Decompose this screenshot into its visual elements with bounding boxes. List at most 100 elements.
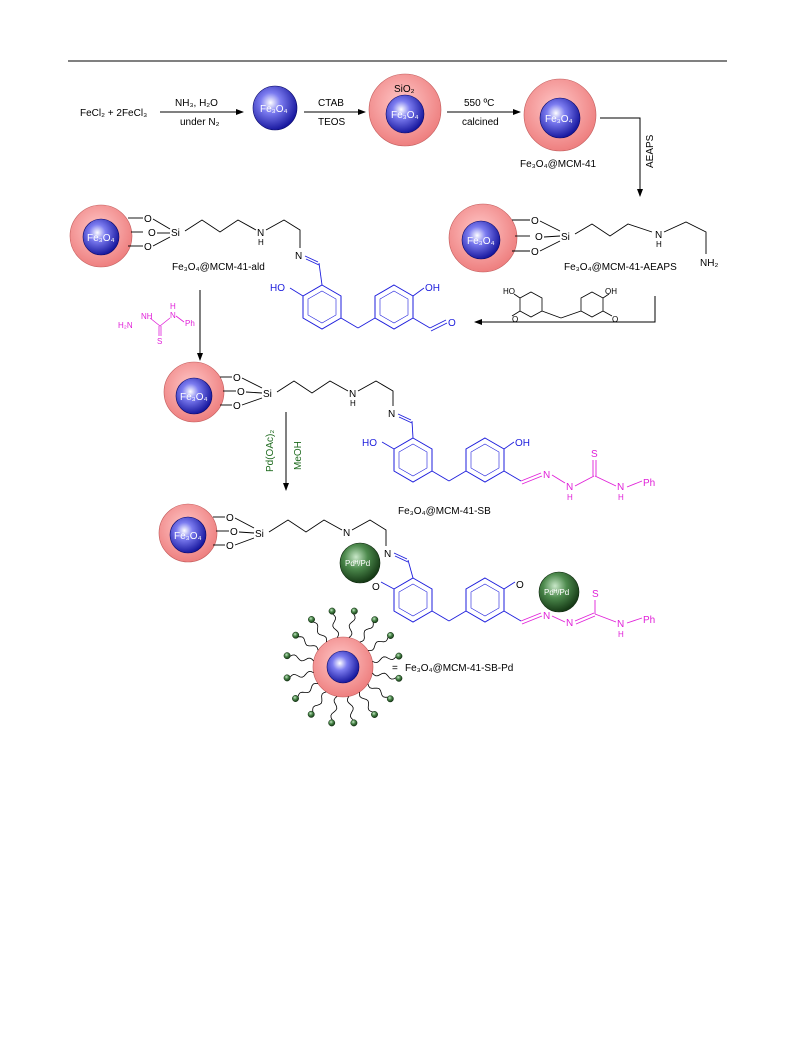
linker-chain xyxy=(359,622,374,643)
silicon-label: Si xyxy=(561,232,570,243)
phenyl-label: Ph xyxy=(643,478,655,489)
fe3o4-core xyxy=(82,218,120,256)
fe3o4-core xyxy=(326,650,360,684)
imine-bond xyxy=(304,255,319,263)
bond xyxy=(152,236,171,247)
bond xyxy=(594,475,617,487)
linker-chain xyxy=(358,691,373,713)
product-label-sbpd: Fe₃O₄@MCM-41-SB-Pd xyxy=(405,663,513,674)
linker-chain xyxy=(313,621,328,643)
bond xyxy=(152,218,171,230)
amino-label: H₂N xyxy=(118,321,133,330)
linker-chain xyxy=(330,696,338,721)
product-label-sb: Fe₃O₄@MCM-41-SB xyxy=(398,506,491,517)
ethyl-chain xyxy=(663,221,707,254)
aromatic-ring xyxy=(393,577,433,623)
bond xyxy=(412,317,431,329)
core-label: Fe₃O₄ xyxy=(180,392,208,403)
hydroxyl-label: OH xyxy=(425,283,440,294)
arrow-step4 xyxy=(600,117,643,197)
palladium-dot xyxy=(371,711,378,718)
imine-label: N xyxy=(388,409,395,420)
palladium-dot xyxy=(283,674,291,682)
linker-chain xyxy=(298,636,319,651)
silicon-label: Si xyxy=(171,228,180,239)
hydrogen-label: H xyxy=(618,493,624,502)
palladium-particle xyxy=(339,542,381,584)
propyl-chain xyxy=(574,223,653,237)
bond xyxy=(551,615,566,623)
sulfur-label: S xyxy=(157,337,162,346)
core-label: Fe₃O₄ xyxy=(87,233,115,244)
hydrogen-label: H xyxy=(350,399,356,408)
step2-top-label: CTAB xyxy=(318,98,344,109)
amine-label: N xyxy=(617,482,624,493)
bond xyxy=(543,235,561,238)
dialdehyde-reagent: HO OH O O xyxy=(503,287,618,324)
linker-chain xyxy=(348,613,356,638)
linker-chain xyxy=(367,637,389,652)
imine-label: N xyxy=(543,611,550,622)
propyl-chain xyxy=(268,519,343,533)
phenoxide-label: O xyxy=(516,580,524,591)
imine-label: N xyxy=(295,251,302,262)
aromatic-ring xyxy=(519,291,543,318)
palladium-dot xyxy=(328,719,336,727)
aromatic-ring-inner xyxy=(307,290,337,324)
bond xyxy=(149,317,161,327)
phenoxide-label: O xyxy=(372,582,380,593)
palladium-dot xyxy=(307,710,315,718)
bond xyxy=(602,293,610,299)
bond xyxy=(448,610,467,622)
sulfur-label: S xyxy=(592,589,599,600)
imine-bond xyxy=(521,475,543,485)
palladium-dot xyxy=(308,616,315,623)
oxygen-label: O xyxy=(237,387,245,398)
bond xyxy=(380,581,395,590)
imine-bond xyxy=(521,615,543,625)
aromatic-ring xyxy=(302,284,342,330)
oxygen-label: O xyxy=(233,373,241,384)
aromatic-ring xyxy=(465,577,505,623)
catalyst-cartoon xyxy=(283,607,403,727)
imine-bond xyxy=(520,612,542,622)
palladium-dot xyxy=(328,607,336,615)
ethyl-chain xyxy=(351,519,387,546)
sulfur-label: S xyxy=(591,449,598,460)
bond xyxy=(503,470,522,482)
bond xyxy=(511,310,521,317)
imine-label: N xyxy=(543,470,550,481)
product-label-ald: Fe₃O₄@MCM-41-ald xyxy=(172,262,265,273)
step4-reagent-label: AEAPS xyxy=(645,134,656,168)
hydrogen-label: H xyxy=(656,240,662,249)
silicon-label: Si xyxy=(255,529,264,540)
step7-reagent-label-1: Pd(OAc)₂ xyxy=(265,430,276,472)
propyl-chain xyxy=(184,219,257,233)
aldehyde-bond xyxy=(430,322,448,332)
bond xyxy=(513,293,521,299)
palladium-dot xyxy=(395,674,403,682)
amine-label: NH xyxy=(141,312,153,321)
step7-reagent-label-2: MeOH xyxy=(293,441,304,470)
bond xyxy=(357,317,376,329)
bond xyxy=(238,531,255,534)
imine-bond xyxy=(575,615,596,625)
fe3o4-core xyxy=(169,516,207,554)
bond xyxy=(574,475,595,487)
bond xyxy=(407,559,414,579)
palladium-label: Pdᴴ/Pd xyxy=(544,588,569,597)
hydroxyl-label: HO xyxy=(362,438,377,449)
fe3o4-mcm41-sb-pd-structure: Fe₃O₄ O O O Si N N Pdᴴ/Pd O O xyxy=(158,503,655,639)
aromatic-ring-inner xyxy=(398,583,428,617)
linker-chain xyxy=(289,670,314,678)
hydrogen-label: H xyxy=(618,630,624,639)
oxygen-label: O xyxy=(226,513,234,524)
bond xyxy=(234,537,255,546)
palladium-particle xyxy=(538,571,580,613)
amine-label: N xyxy=(349,389,356,400)
amine-label: N xyxy=(617,619,624,630)
bond xyxy=(175,315,185,323)
propyl-chain xyxy=(276,380,349,394)
bond xyxy=(503,581,516,590)
palladium-dot xyxy=(371,616,379,624)
